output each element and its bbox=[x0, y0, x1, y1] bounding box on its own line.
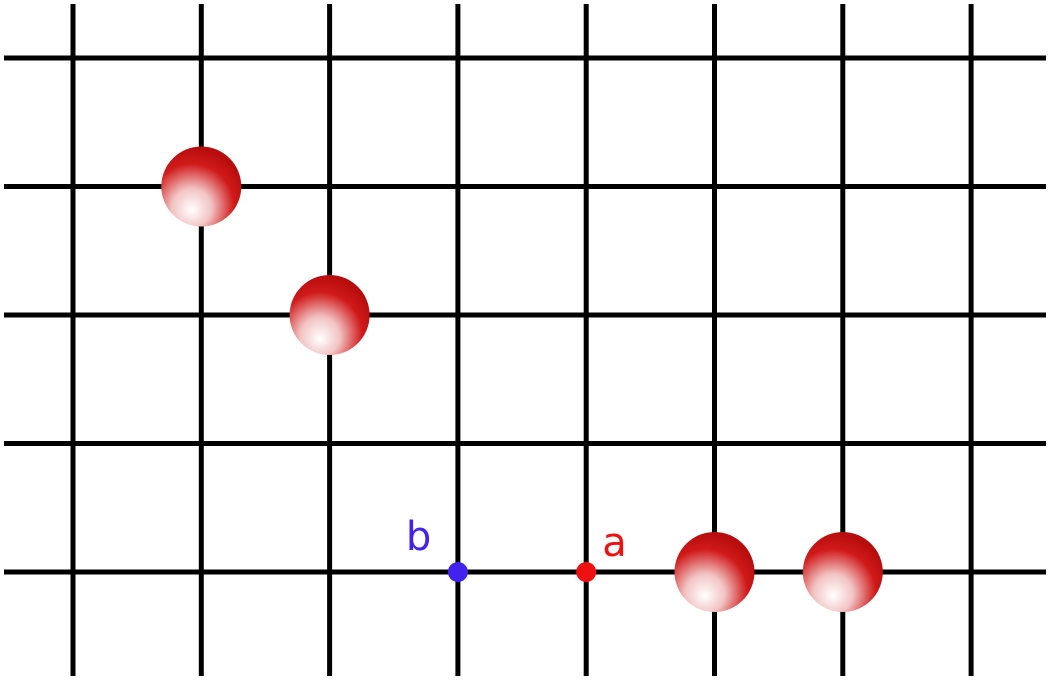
stones-layer bbox=[161, 146, 883, 612]
point-a-marker bbox=[576, 562, 597, 582]
point-b-label: b bbox=[406, 514, 431, 560]
point-b-marker bbox=[447, 562, 468, 582]
red-stone bbox=[802, 532, 883, 612]
red-stone bbox=[161, 146, 242, 227]
grid-lines bbox=[4, 4, 1046, 676]
point-a-label: a bbox=[602, 520, 627, 566]
points-layer: b a bbox=[406, 514, 627, 582]
red-stone bbox=[289, 275, 370, 355]
red-stone bbox=[674, 532, 755, 612]
